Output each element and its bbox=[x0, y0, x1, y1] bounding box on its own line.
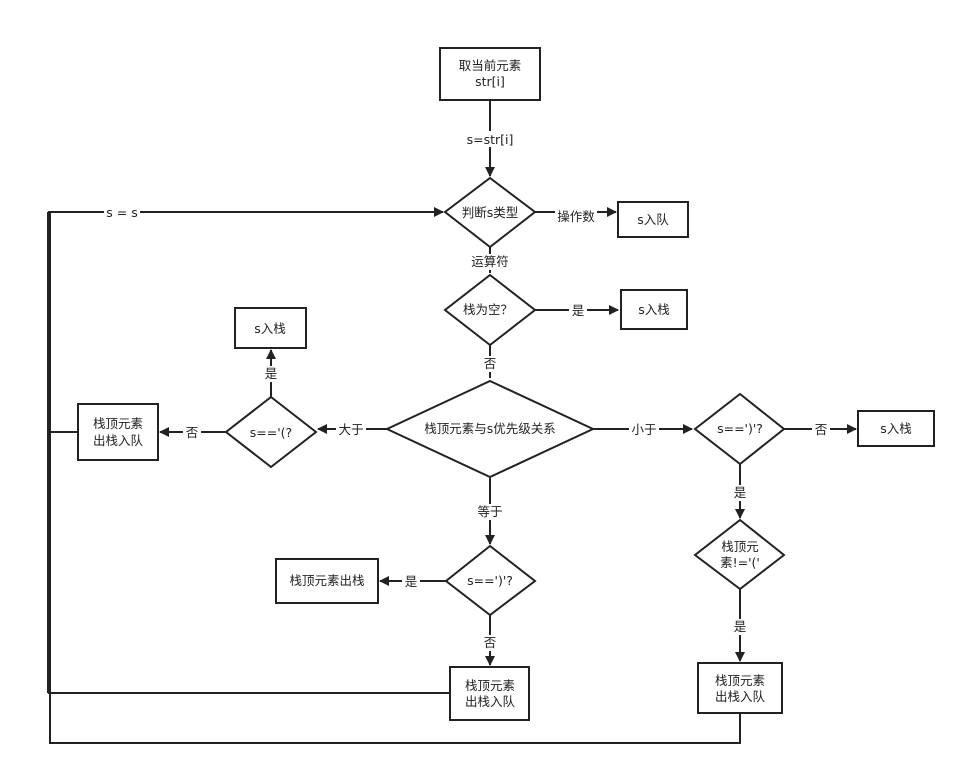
pop-top-label: 栈顶元素出栈 bbox=[289, 573, 364, 588]
push-right-box bbox=[857, 410, 935, 447]
edge-label-notleft-yes: 是 bbox=[734, 619, 747, 634]
edge-label-left-yes: 是 bbox=[265, 366, 278, 381]
edge-label-left-no: 否 bbox=[186, 425, 199, 440]
right-paren-check-small-label: s==')'? bbox=[717, 421, 763, 436]
pop-enqueue-bottom-label-1: 栈顶元素 bbox=[465, 678, 515, 693]
left-paren-check-label: s=='(? bbox=[250, 425, 292, 440]
edge-label-equal: 等于 bbox=[477, 504, 502, 519]
top-not-left-paren-diamond bbox=[693, 518, 786, 591]
pop-enqueue-left-box bbox=[77, 403, 159, 461]
compare-priority-label: 栈顶元素与s优先级关系 bbox=[424, 421, 556, 436]
judge-type-diamond bbox=[443, 176, 537, 249]
pop-enqueue-right-label-2: 出栈入队 bbox=[715, 689, 766, 704]
push-right-label: s入栈 bbox=[880, 421, 912, 436]
right-paren-check-small-diamond bbox=[693, 392, 786, 466]
pop-enqueue-left-label-2: 出栈入队 bbox=[93, 433, 144, 448]
right-paren-check-equal-label: s==')'? bbox=[467, 573, 513, 588]
push-when-empty-box bbox=[620, 289, 688, 330]
start-label-1: 取当前元素 bbox=[459, 58, 522, 73]
enqueue-operand-label: s入队 bbox=[637, 212, 669, 227]
edge-label-loop-back: s = s bbox=[106, 205, 137, 220]
pop-enqueue-bottom-box bbox=[449, 666, 530, 721]
right-paren-check-equal-diamond bbox=[444, 544, 537, 617]
edge-label-equal-yes: 是 bbox=[405, 574, 418, 589]
edge-label-no-empty: 否 bbox=[484, 356, 497, 371]
top-not-left-paren-label-2: 素!='(' bbox=[720, 555, 760, 570]
push-left-box bbox=[234, 307, 307, 349]
judge-type-label: 判断s类型 bbox=[462, 205, 519, 220]
pop-enqueue-right-label-1: 栈顶元素 bbox=[715, 673, 765, 688]
pop-enqueue-bottom-label-2: 出栈入队 bbox=[465, 694, 516, 709]
edge-label-small-yes: 是 bbox=[734, 485, 747, 500]
compare-priority-diamond bbox=[384, 379, 596, 479]
edge-label-operator: 运算符 bbox=[471, 254, 509, 269]
top-not-left-paren-label-1: 栈顶元 bbox=[721, 539, 759, 554]
edge-label-small-no: 否 bbox=[815, 422, 828, 437]
edge-label-less: 小于 bbox=[631, 422, 656, 437]
push-when-empty-label: s入栈 bbox=[638, 302, 670, 317]
edge-label-assign: s=str[i] bbox=[467, 132, 514, 147]
start-box bbox=[439, 47, 541, 101]
push-left-label: s入栈 bbox=[254, 321, 286, 336]
node-labels: 取当前元素 str[i] 判断s类型 s入队 栈为空？ s入栈 栈顶元素与s优先… bbox=[93, 58, 912, 709]
shapes bbox=[77, 47, 935, 721]
left-paren-check-diamond bbox=[224, 395, 318, 469]
stack-empty-diamond bbox=[443, 273, 537, 347]
loop-from-right-pop bbox=[49, 212, 741, 744]
start-label-2: str[i] bbox=[475, 74, 505, 89]
stack-empty-label: 栈为空？ bbox=[463, 302, 513, 317]
edge-label-equal-no: 否 bbox=[484, 635, 497, 650]
edge-labels: s=str[i] s = s 操作数 运算符 是 否 大于 小于 等于 否 是 … bbox=[104, 131, 830, 651]
edge-label-yes-empty: 是 bbox=[572, 303, 585, 318]
enqueue-operand-box bbox=[617, 201, 689, 238]
pop-top-box bbox=[275, 558, 379, 604]
edge-label-operand: 操作数 bbox=[557, 209, 595, 224]
pop-enqueue-left-label-1: 栈顶元素 bbox=[93, 416, 143, 431]
pop-enqueue-right-box bbox=[697, 662, 783, 714]
edge-label-greater: 大于 bbox=[338, 422, 363, 437]
